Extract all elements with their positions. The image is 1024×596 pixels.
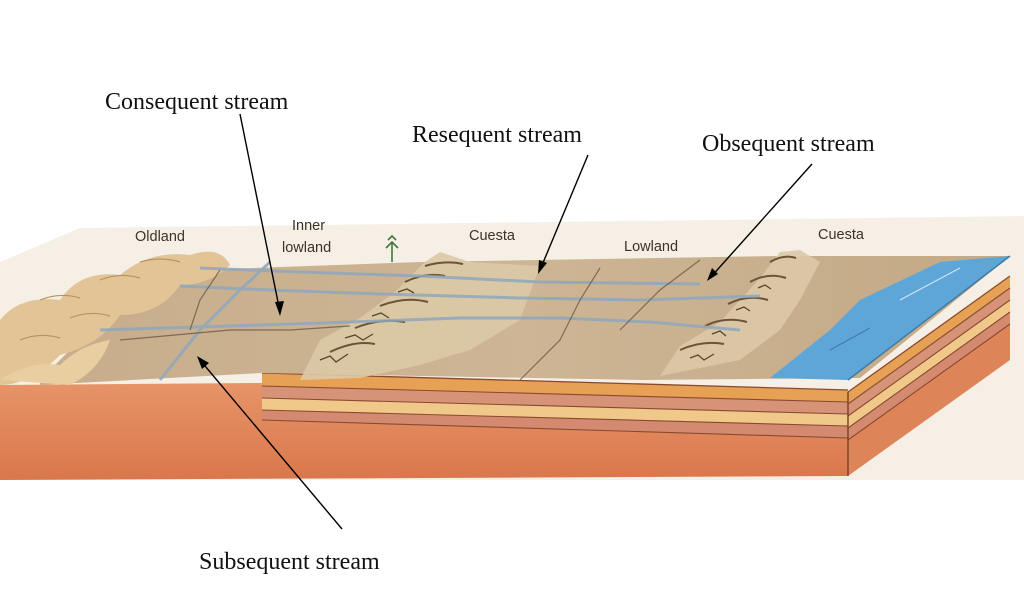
- cuesta-escarpments: [300, 250, 820, 380]
- field-boundaries: [119, 259, 701, 381]
- pointer-lines: [197, 113, 813, 530]
- resequent-pointer: [538, 154, 589, 274]
- obsequent-pointer: [707, 163, 813, 281]
- subsequent-pointer: [197, 356, 343, 530]
- block-side-face: [847, 275, 1011, 476]
- region-labels: Oldland Inner lowland Cuesta Lowland Cue…: [135, 218, 865, 256]
- region-label-cuesta-2: Cuesta: [818, 227, 865, 243]
- region-label-lowland: Lowland: [624, 239, 678, 255]
- region-label-oldland: Oldland: [135, 229, 185, 245]
- oldland-hills: [0, 251, 230, 385]
- strata-layers-front: [261, 372, 849, 439]
- streams: [99, 260, 761, 381]
- callout-resequent-stream: Resequent stream: [412, 122, 582, 148]
- region-label-inner-lowland-line1: Inner: [292, 218, 325, 234]
- callout-consequent-stream: Consequent stream: [105, 89, 289, 115]
- region-label-inner-lowland-line2: lowland: [282, 240, 331, 256]
- sea: [770, 255, 1011, 381]
- callout-obsequent-stream: Obsequent stream: [702, 131, 875, 157]
- callout-subsequent-stream: Subsequent stream: [199, 549, 380, 575]
- region-label-cuesta-1: Cuesta: [469, 228, 516, 244]
- consequent-pointer: [239, 113, 284, 316]
- tree-icon: [385, 234, 399, 262]
